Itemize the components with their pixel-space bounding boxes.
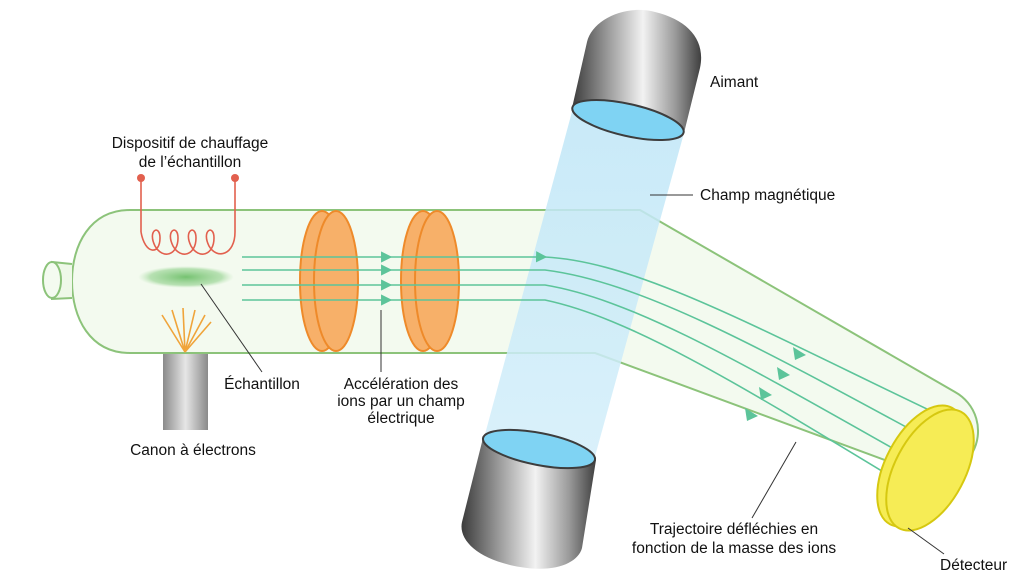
sample-cloud: [138, 266, 234, 288]
detector-label: Détecteur: [940, 557, 1007, 574]
ion-trajectory-3: [390, 284, 911, 459]
accel-plate-1: [299, 210, 359, 352]
accel-label-line3: électrique: [367, 410, 434, 427]
electron-filament: [161, 307, 212, 353]
leader-detector: [907, 527, 945, 555]
magnetic-field: [484, 108, 684, 460]
ion-trajectory-4: [390, 299, 891, 477]
magnet-label: Aimant: [710, 74, 759, 91]
accel-plate-2: [400, 210, 460, 352]
sample-label: Échantillon: [224, 376, 300, 393]
heater-terminal-right: [231, 174, 239, 182]
accel-label-line2: ions par un champ: [337, 393, 465, 410]
accel-label-line1: Accélération des: [344, 376, 459, 393]
heater-coil: [137, 174, 239, 255]
electron-gun-label: Canon à électrons: [130, 442, 256, 459]
heater-terminal-left: [137, 174, 145, 182]
magnet-top: [571, 9, 702, 142]
ion-trajectory-2: [390, 269, 931, 441]
trajectory-arrowheads: [745, 347, 806, 421]
ion-trajectory-1: [390, 251, 951, 421]
leader-lines: [200, 194, 945, 555]
ion-beams: [242, 251, 951, 477]
heater-label-line2: de l’échantillon: [139, 154, 242, 171]
heater-label-line1: Dispositif de chauffage: [112, 135, 269, 152]
detector: [876, 404, 975, 532]
electron-gun: [163, 352, 208, 430]
leader-sample: [200, 283, 263, 373]
trajectory-label-line1: Trajectoire défléchies en: [650, 521, 818, 538]
magnet-bottom: [461, 428, 597, 569]
leader-trajectory: [751, 441, 797, 519]
trajectory-label-line2: fonction de la masse des ions: [632, 540, 836, 557]
magnetic-field-label: Champ magnétique: [700, 187, 835, 204]
